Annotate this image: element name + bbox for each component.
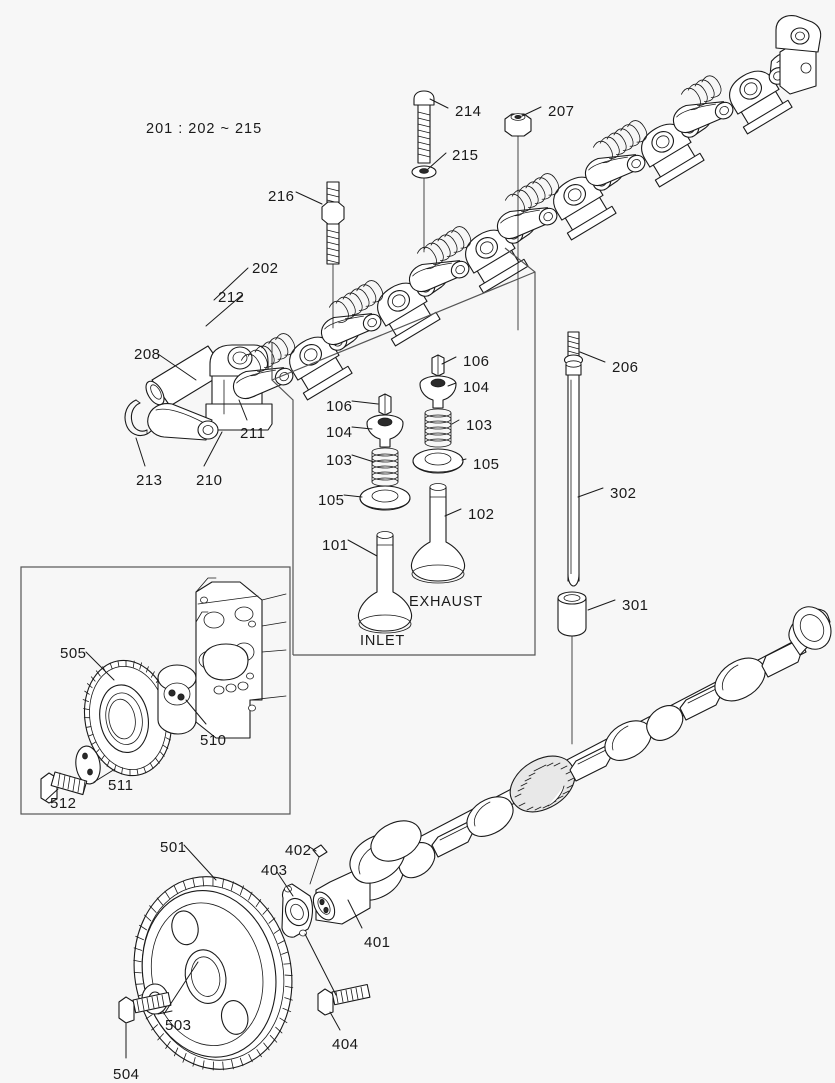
callout-202: 202: [252, 260, 279, 277]
callout-503: 503: [165, 1017, 192, 1034]
callout-103-inlet: 103: [326, 452, 353, 469]
thrust-plate-403: [281, 883, 313, 938]
callout-302: 302: [610, 485, 637, 502]
rocker-arm-shaft-assembly: [124, 15, 822, 441]
push-rod-302: [567, 374, 580, 587]
retaining-ring-213: [124, 399, 152, 437]
callout-101: 101: [322, 537, 349, 554]
callout-105-exhaust: 105: [473, 456, 500, 473]
rocker-shaft-208: [145, 345, 227, 407]
callout-512: 512: [50, 795, 77, 812]
callout-404: 404: [332, 1036, 359, 1053]
callout-511: 511: [108, 777, 134, 794]
valve-cotter-106-inlet: [378, 393, 392, 416]
callout-211: 211: [240, 425, 266, 442]
caption-exhaust: EXHAUST: [409, 594, 484, 610]
callout-213: 213: [136, 472, 163, 489]
exhaust-valve-stack: [410, 354, 466, 584]
exhaust-valve-102: [410, 483, 466, 584]
callout-207: 207: [548, 103, 575, 120]
spring-retainer-104-inlet: [366, 414, 404, 448]
bolt-214: [413, 90, 435, 164]
callout-215: 215: [452, 147, 479, 164]
camshaft-gear-501: [133, 876, 294, 1071]
inlet-valve-stack: [357, 393, 413, 634]
valve-spring-103-exhaust: [424, 408, 452, 448]
callout-214: 214: [455, 103, 482, 120]
callout-403: 403: [261, 862, 288, 879]
callout-102: 102: [468, 506, 495, 523]
valve-detail-box: [271, 247, 536, 656]
valve-spring-seat-105-inlet: [359, 485, 411, 511]
idler-gear-inset-box: [20, 566, 291, 815]
callout-216: 216: [268, 188, 295, 205]
callout-212: 212: [218, 289, 245, 306]
callout-210: 210: [196, 472, 223, 489]
leader-lines: [45, 98, 616, 1059]
rocker-springs-211: [240, 75, 722, 377]
callout-208: 208: [134, 346, 161, 363]
camshaft-nose: [312, 820, 422, 925]
callout-103-exhaust: 103: [466, 417, 493, 434]
bolt-512: [40, 771, 88, 804]
callout-501: 501: [160, 839, 187, 856]
callout-504: 504: [113, 1066, 140, 1083]
callout-402: 402: [285, 842, 312, 859]
callout-105-inlet: 105: [318, 492, 345, 509]
tappet-301: [557, 591, 587, 637]
bolt-404: [317, 983, 371, 1016]
rocker-arm-group-202: [227, 42, 819, 431]
washer-215: [411, 165, 437, 179]
camshaft-timing-gear: [509, 755, 576, 813]
callout-104-exhaust: 104: [463, 379, 490, 396]
valve-spring-103-inlet: [371, 447, 399, 487]
cam-lobes: [353, 606, 832, 901]
stud-216: [321, 181, 345, 329]
adjusting-screw-206: [563, 331, 584, 376]
bolt-504: [118, 991, 172, 1024]
engine-block-face: [195, 577, 287, 739]
assembly-note-201: 201 : 202 ~ 215: [146, 121, 263, 137]
callout-104-inlet: 104: [326, 424, 353, 441]
spring-retainer-104-exhaust: [419, 375, 457, 409]
shaft-end-cap: [775, 15, 822, 95]
caption-inlet: INLET: [360, 633, 406, 649]
callout-106-inlet: 106: [326, 398, 353, 415]
callout-401: 401: [364, 934, 391, 951]
inlet-valve-101: [357, 531, 413, 634]
callout-505: 505: [60, 645, 87, 662]
valve-spring-seat-105-exhaust: [412, 448, 464, 474]
nut-207: [504, 113, 532, 331]
camshaft-401: [312, 606, 832, 925]
callout-206: 206: [612, 359, 639, 376]
retainer-plate-511: [75, 745, 101, 785]
callout-106-exhaust: 106: [463, 353, 490, 370]
callout-510: 510: [200, 732, 227, 749]
callout-301: 301: [622, 597, 649, 614]
idler-hub-510: [157, 664, 197, 735]
woodruff-key-402: [309, 844, 328, 885]
rocker-arm-212: [147, 403, 219, 441]
valve-cotter-106-exhaust: [431, 354, 445, 377]
